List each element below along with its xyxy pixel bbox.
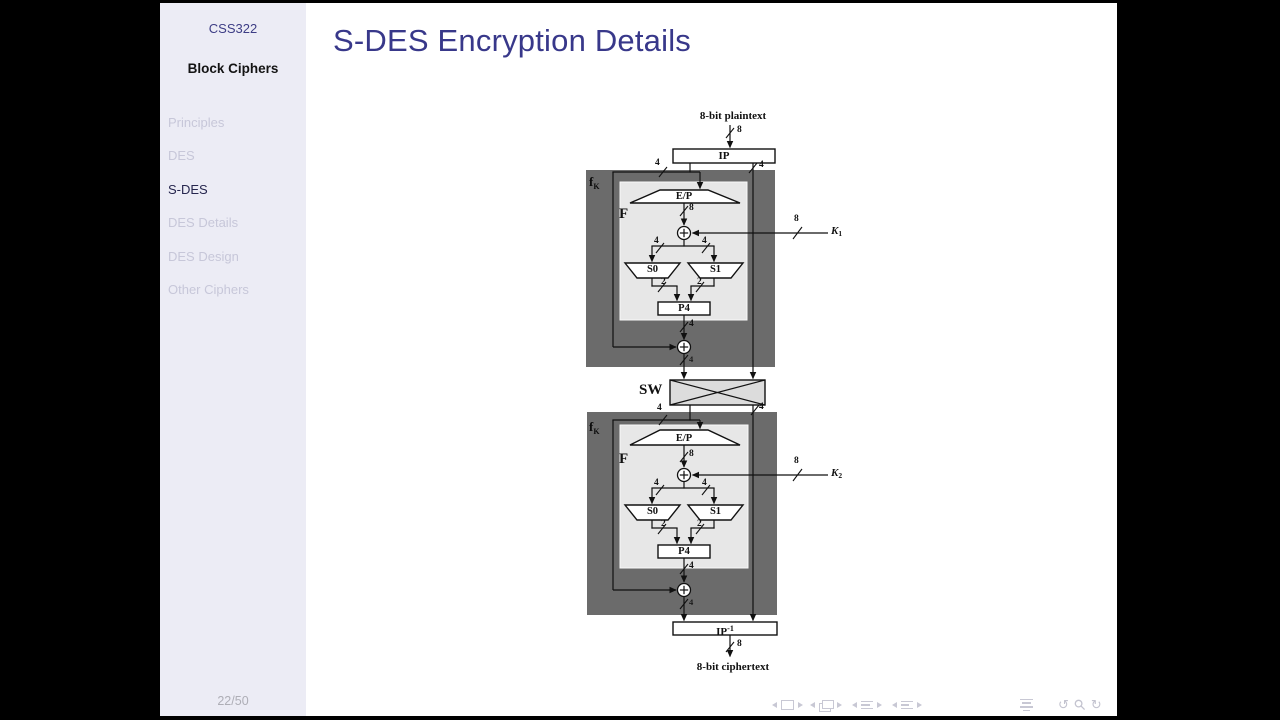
sidebar-nav: Principles DES S-DES DES Details DES Des… [168,106,304,306]
next-subsection-icon[interactable] [877,702,882,708]
prev-slide-icon[interactable] [772,702,777,708]
s0-box-label: S0 [646,264,659,275]
ep1-box-label: E/P [675,190,693,202]
sidebar-item-des-design[interactable]: DES Design [168,248,239,264]
sidebar-item-des[interactable]: DES [168,148,195,164]
bitwidth-8: 8 [737,639,742,649]
prev-subsection-icon[interactable] [852,702,857,708]
bitwidth-4: 4 [759,402,764,412]
p4-box-label: P4 [678,546,690,557]
k1-label: K1 [831,225,843,238]
fk1-label: fK [589,174,600,191]
back-icon[interactable]: ↺ [1058,697,1069,713]
diagram-lines [586,125,828,658]
frame-icon[interactable] [819,699,834,712]
slide: CSS322 Block Ciphers Principles DES S-DE… [160,3,1117,716]
section-icon[interactable] [901,700,913,710]
slide-nav-group [772,698,803,712]
bitwidth-8: 8 [689,203,694,213]
bitwidth-4: 4 [702,236,707,246]
prev-frame-icon[interactable] [810,702,815,708]
bitwidth-2: 2 [661,277,666,287]
next-section-icon[interactable] [917,702,922,708]
bitwidth-2: 2 [661,519,666,529]
bitwidth-2: 2 [697,519,702,529]
ciphertext-label: 8-bit ciphertext [696,661,770,673]
ip-box-label: IP [718,150,730,162]
sidebar-item-des-details[interactable]: DES Details [168,215,239,231]
s0-box-label: S0 [646,506,659,517]
forward-icon[interactable]: ↻ [1090,697,1102,713]
f2-function-label: F [619,451,629,467]
f1-function-label: F [619,206,629,222]
bitwidth-4: 4 [654,478,659,488]
s1-box-label: S1 [709,506,722,517]
sidebar-item-principles[interactable]: Principles [168,115,225,130]
bitwidth-4: 4 [655,158,660,168]
find-icon[interactable] [1074,699,1086,711]
sidebar-item-s-des[interactable]: S-DES [168,181,208,197]
k2-label: K2 [831,467,843,480]
sdes-encryption-diagram: 8-bit plaintext 8 IP 4 4 fK E/P F 8 8 K1… [575,108,865,686]
bitwidth-8: 8 [737,125,742,135]
frame-page-front [822,699,834,709]
subsection-nav-group [852,698,882,712]
presentation-nav-group [1020,698,1033,712]
bitwidth-8: 8 [794,456,799,466]
plaintext-label: 8-bit plaintext [699,110,767,122]
ep2-box-label: E/P [675,432,693,444]
course-code: CSS322 [208,21,258,36]
sidebar: CSS322 Block Ciphers Principles DES S-DE… [160,3,306,716]
bitwidth-4: 4 [689,354,694,364]
bitwidth-4: 4 [657,403,662,413]
bitwidth-4: 4 [689,597,694,607]
vcr-nav-group: ↺ ↻ [1058,698,1102,712]
page-title: S-DES Encryption Details [333,23,691,58]
bitwidth-4: 4 [654,236,659,246]
swap-label: SW [639,382,663,398]
beamer-navigation-bar: ↺ ↻ [160,3,1117,716]
bitwidth-4: 4 [759,160,764,170]
prev-section-icon[interactable] [892,702,897,708]
fk2-label: fK [589,419,600,436]
s1-box-label: S1 [709,264,722,275]
next-slide-icon[interactable] [798,702,803,708]
lecture-title: Block Ciphers [187,61,279,76]
bitwidth-8: 8 [689,449,694,459]
bitwidth-2: 2 [697,277,702,287]
sidebar-item-other-ciphers[interactable]: Other Ciphers [168,281,249,297]
next-frame-icon[interactable] [837,702,842,708]
bitwidth-8: 8 [794,214,799,224]
subsection-icon[interactable] [861,700,873,710]
p4-box-label: P4 [678,303,690,314]
bitwidth-4: 4 [689,319,694,329]
page-indicator: 22/50 [217,694,249,708]
bitwidth-4: 4 [689,561,694,571]
section-nav-group [892,698,922,712]
bitwidth-4: 4 [702,478,707,488]
presentation-icon[interactable] [1020,698,1033,712]
slide-icon[interactable] [781,700,794,710]
frame-nav-group [810,698,842,712]
ip-inverse-box-label: IP-1 [716,623,734,638]
